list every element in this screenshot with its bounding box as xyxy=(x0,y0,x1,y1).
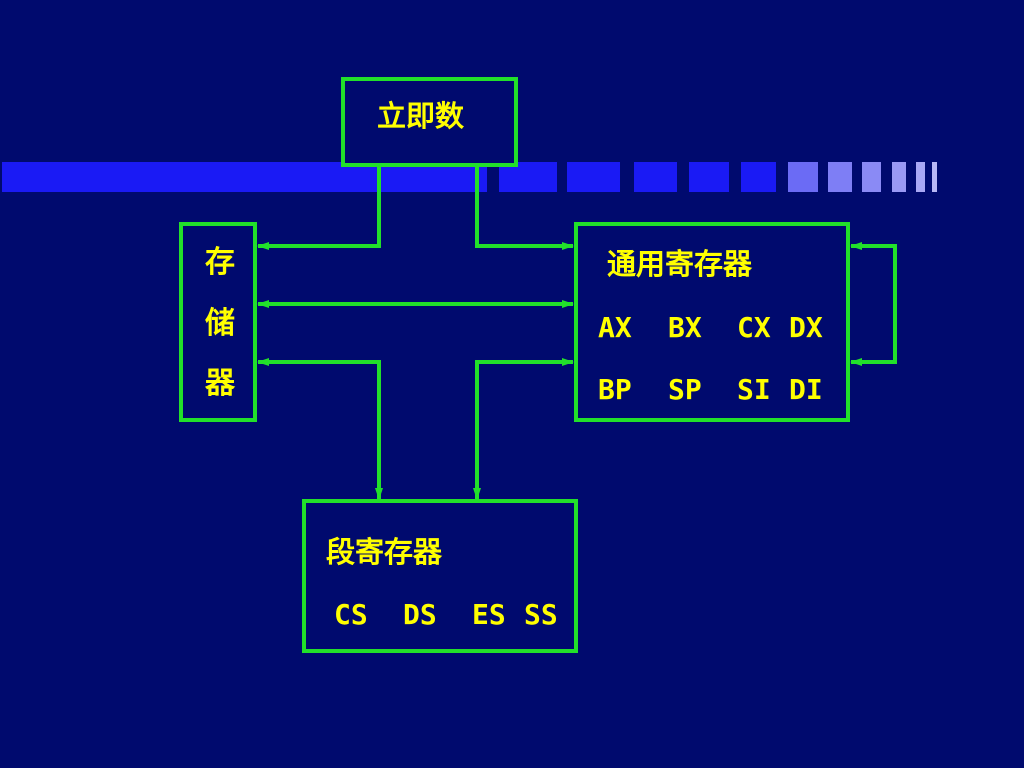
register-bx: BX xyxy=(668,311,702,344)
bar-segment xyxy=(916,162,925,192)
arrow-general-segment xyxy=(473,358,574,500)
bar-segment xyxy=(634,162,677,192)
register-ax: AX xyxy=(598,311,632,344)
bar-segment xyxy=(689,162,729,192)
memory-char-2: 储 xyxy=(205,306,235,341)
arrow-memory-segment xyxy=(257,358,383,500)
memory-box xyxy=(179,222,257,422)
bar-segment xyxy=(567,162,620,192)
bar-segment xyxy=(741,162,776,192)
bar-segment xyxy=(892,162,906,192)
immediate-label: 立即数 xyxy=(377,99,465,133)
general-registers-box xyxy=(574,222,850,422)
register-bp: BP xyxy=(598,373,632,406)
memory-char-3: 器 xyxy=(205,366,235,401)
register-si: SI xyxy=(737,373,771,406)
arrow-immediate-to-memory xyxy=(257,167,381,250)
register-ds: DS xyxy=(403,598,437,631)
immediate-box xyxy=(341,77,518,167)
register-dx: DX xyxy=(789,311,823,344)
register-cs: CS xyxy=(334,598,368,631)
bar-segment xyxy=(828,162,852,192)
connections xyxy=(257,167,897,500)
arrow-immediate-to-general xyxy=(475,167,574,250)
segment-registers-title: 段寄存器 xyxy=(326,535,443,569)
general-registers-title: 通用寄存器 xyxy=(607,247,753,281)
register-es: ES xyxy=(472,598,506,631)
bar-segment xyxy=(932,162,937,192)
bar-segment xyxy=(862,162,881,192)
register-cx: CX xyxy=(737,311,771,344)
register-di: DI xyxy=(789,373,823,406)
memory-char-1: 存 xyxy=(205,245,235,280)
register-ss: SS xyxy=(524,598,558,631)
arrow-general-loop xyxy=(850,242,897,366)
register-sp: SP xyxy=(668,373,702,406)
segment-registers-box xyxy=(302,499,578,653)
bar-segment xyxy=(788,162,818,192)
